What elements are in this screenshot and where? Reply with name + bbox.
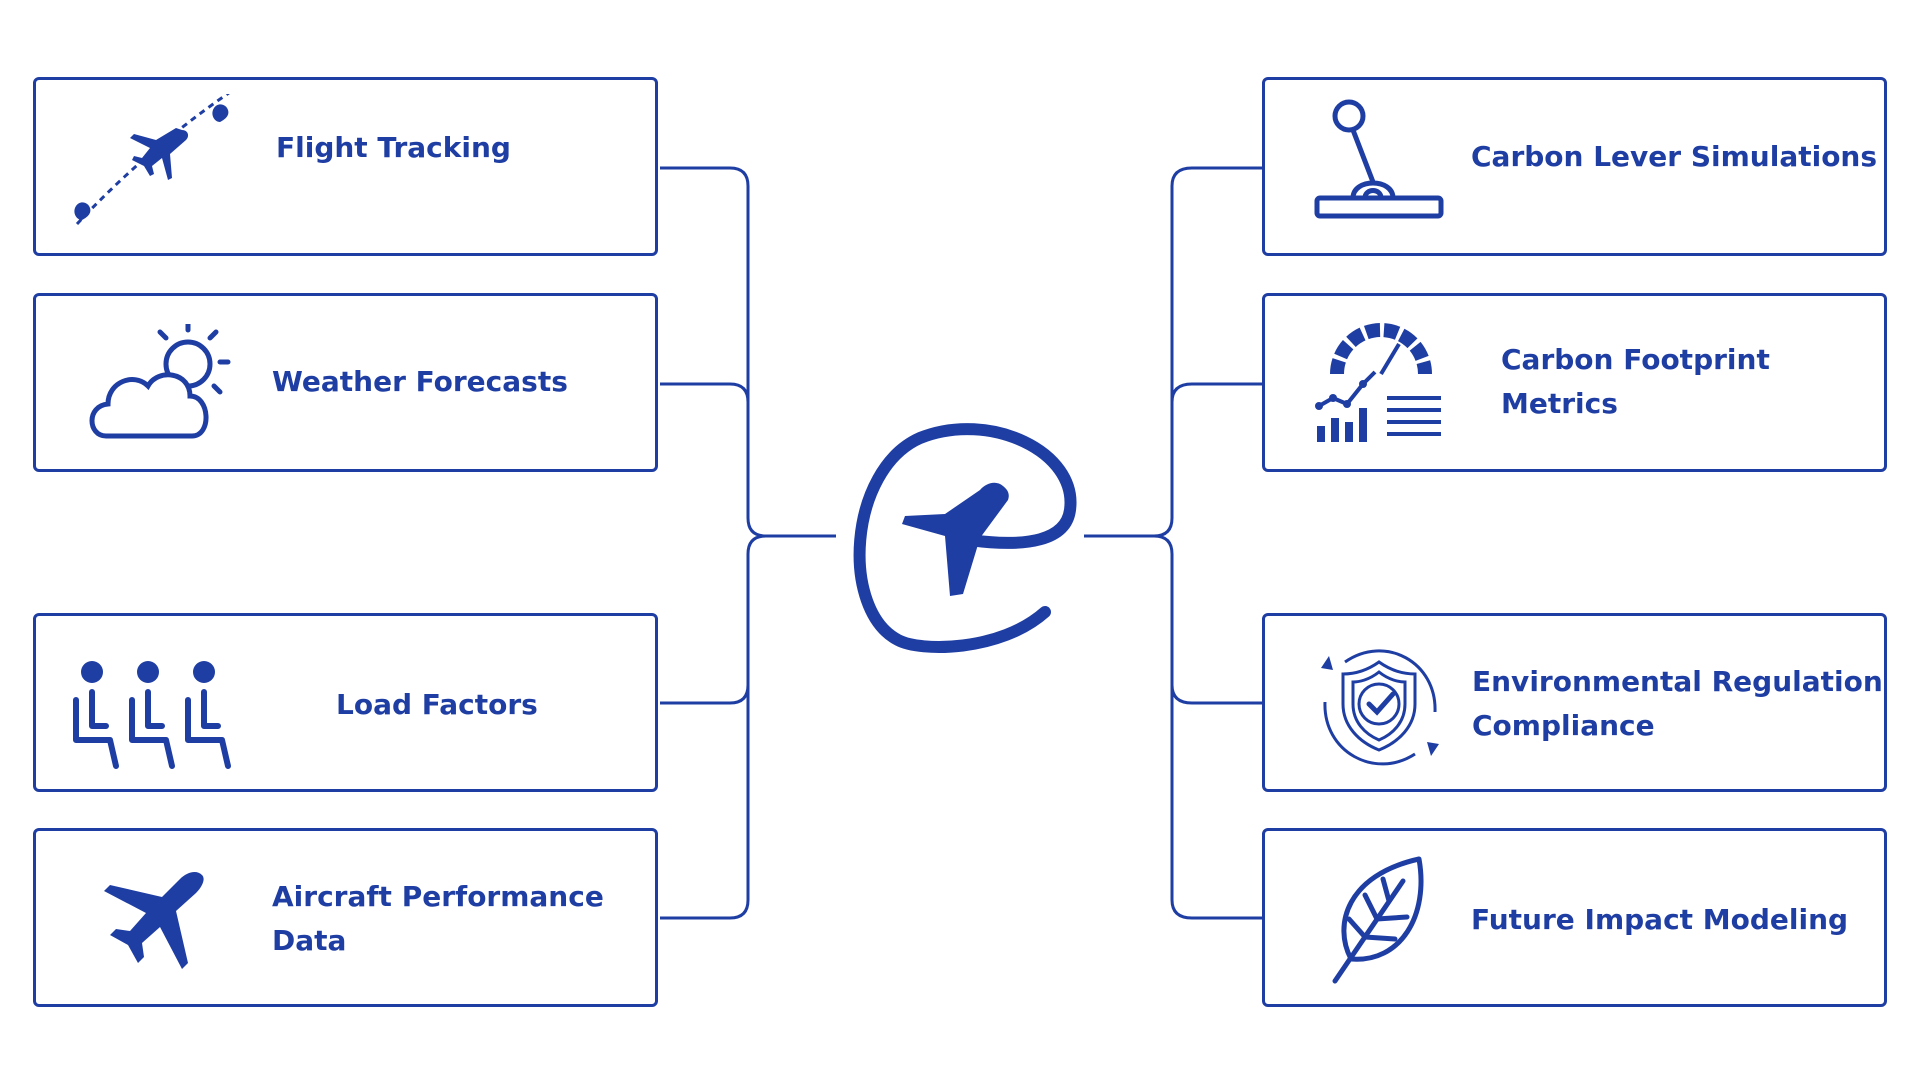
output-box-carbon-footprint: Carbon Footprint Metrics bbox=[1262, 293, 1887, 472]
input-box-weather-forecasts: Weather Forecasts bbox=[33, 293, 658, 472]
connector-regulation bbox=[1153, 534, 1262, 705]
connector-carbon-lever bbox=[1084, 166, 1262, 538]
output-label: Environmental Regulation Compliance bbox=[1472, 665, 1883, 742]
plane-circle-logo bbox=[853, 423, 1077, 653]
gauge-chart-icon bbox=[1315, 322, 1445, 456]
connector-future-impact bbox=[1170, 685, 1262, 920]
leaf-icon bbox=[1331, 855, 1431, 989]
connector-weather bbox=[660, 382, 750, 518]
passenger-seats-icon bbox=[70, 660, 250, 774]
cloud-sun-icon bbox=[86, 321, 236, 448]
input-label: Flight Tracking bbox=[276, 131, 511, 164]
output-label: Future Impact Modeling bbox=[1471, 903, 1849, 936]
output-box-future-impact: Future Impact Modeling bbox=[1262, 828, 1887, 1007]
connector-load-factors bbox=[660, 534, 767, 705]
input-box-flight-tracking: Flight Tracking bbox=[33, 77, 658, 256]
shield-check-icon bbox=[1315, 642, 1445, 776]
lever-icon bbox=[1313, 98, 1448, 232]
output-label: Carbon Footprint Metrics bbox=[1501, 343, 1770, 420]
airplane-icon bbox=[102, 871, 212, 985]
connector-carbon-footprint bbox=[1170, 382, 1262, 518]
input-box-load-factors: Load Factors bbox=[33, 613, 658, 792]
input-label: Weather Forecasts bbox=[272, 365, 568, 398]
output-label: Carbon Lever Simulations bbox=[1471, 140, 1878, 173]
input-label: Aircraft Performance Data bbox=[272, 880, 604, 957]
connector-flight-tracking bbox=[660, 166, 836, 538]
output-box-carbon-lever: Carbon Lever Simulations bbox=[1262, 77, 1887, 256]
output-box-regulation-compliance: Environmental Regulation Compliance bbox=[1262, 613, 1887, 792]
connector-aircraft-performance bbox=[660, 685, 750, 920]
input-box-aircraft-performance: Aircraft Performance Data bbox=[33, 828, 658, 1007]
flight-path-icon bbox=[52, 82, 252, 248]
input-label: Load Factors bbox=[336, 688, 538, 721]
